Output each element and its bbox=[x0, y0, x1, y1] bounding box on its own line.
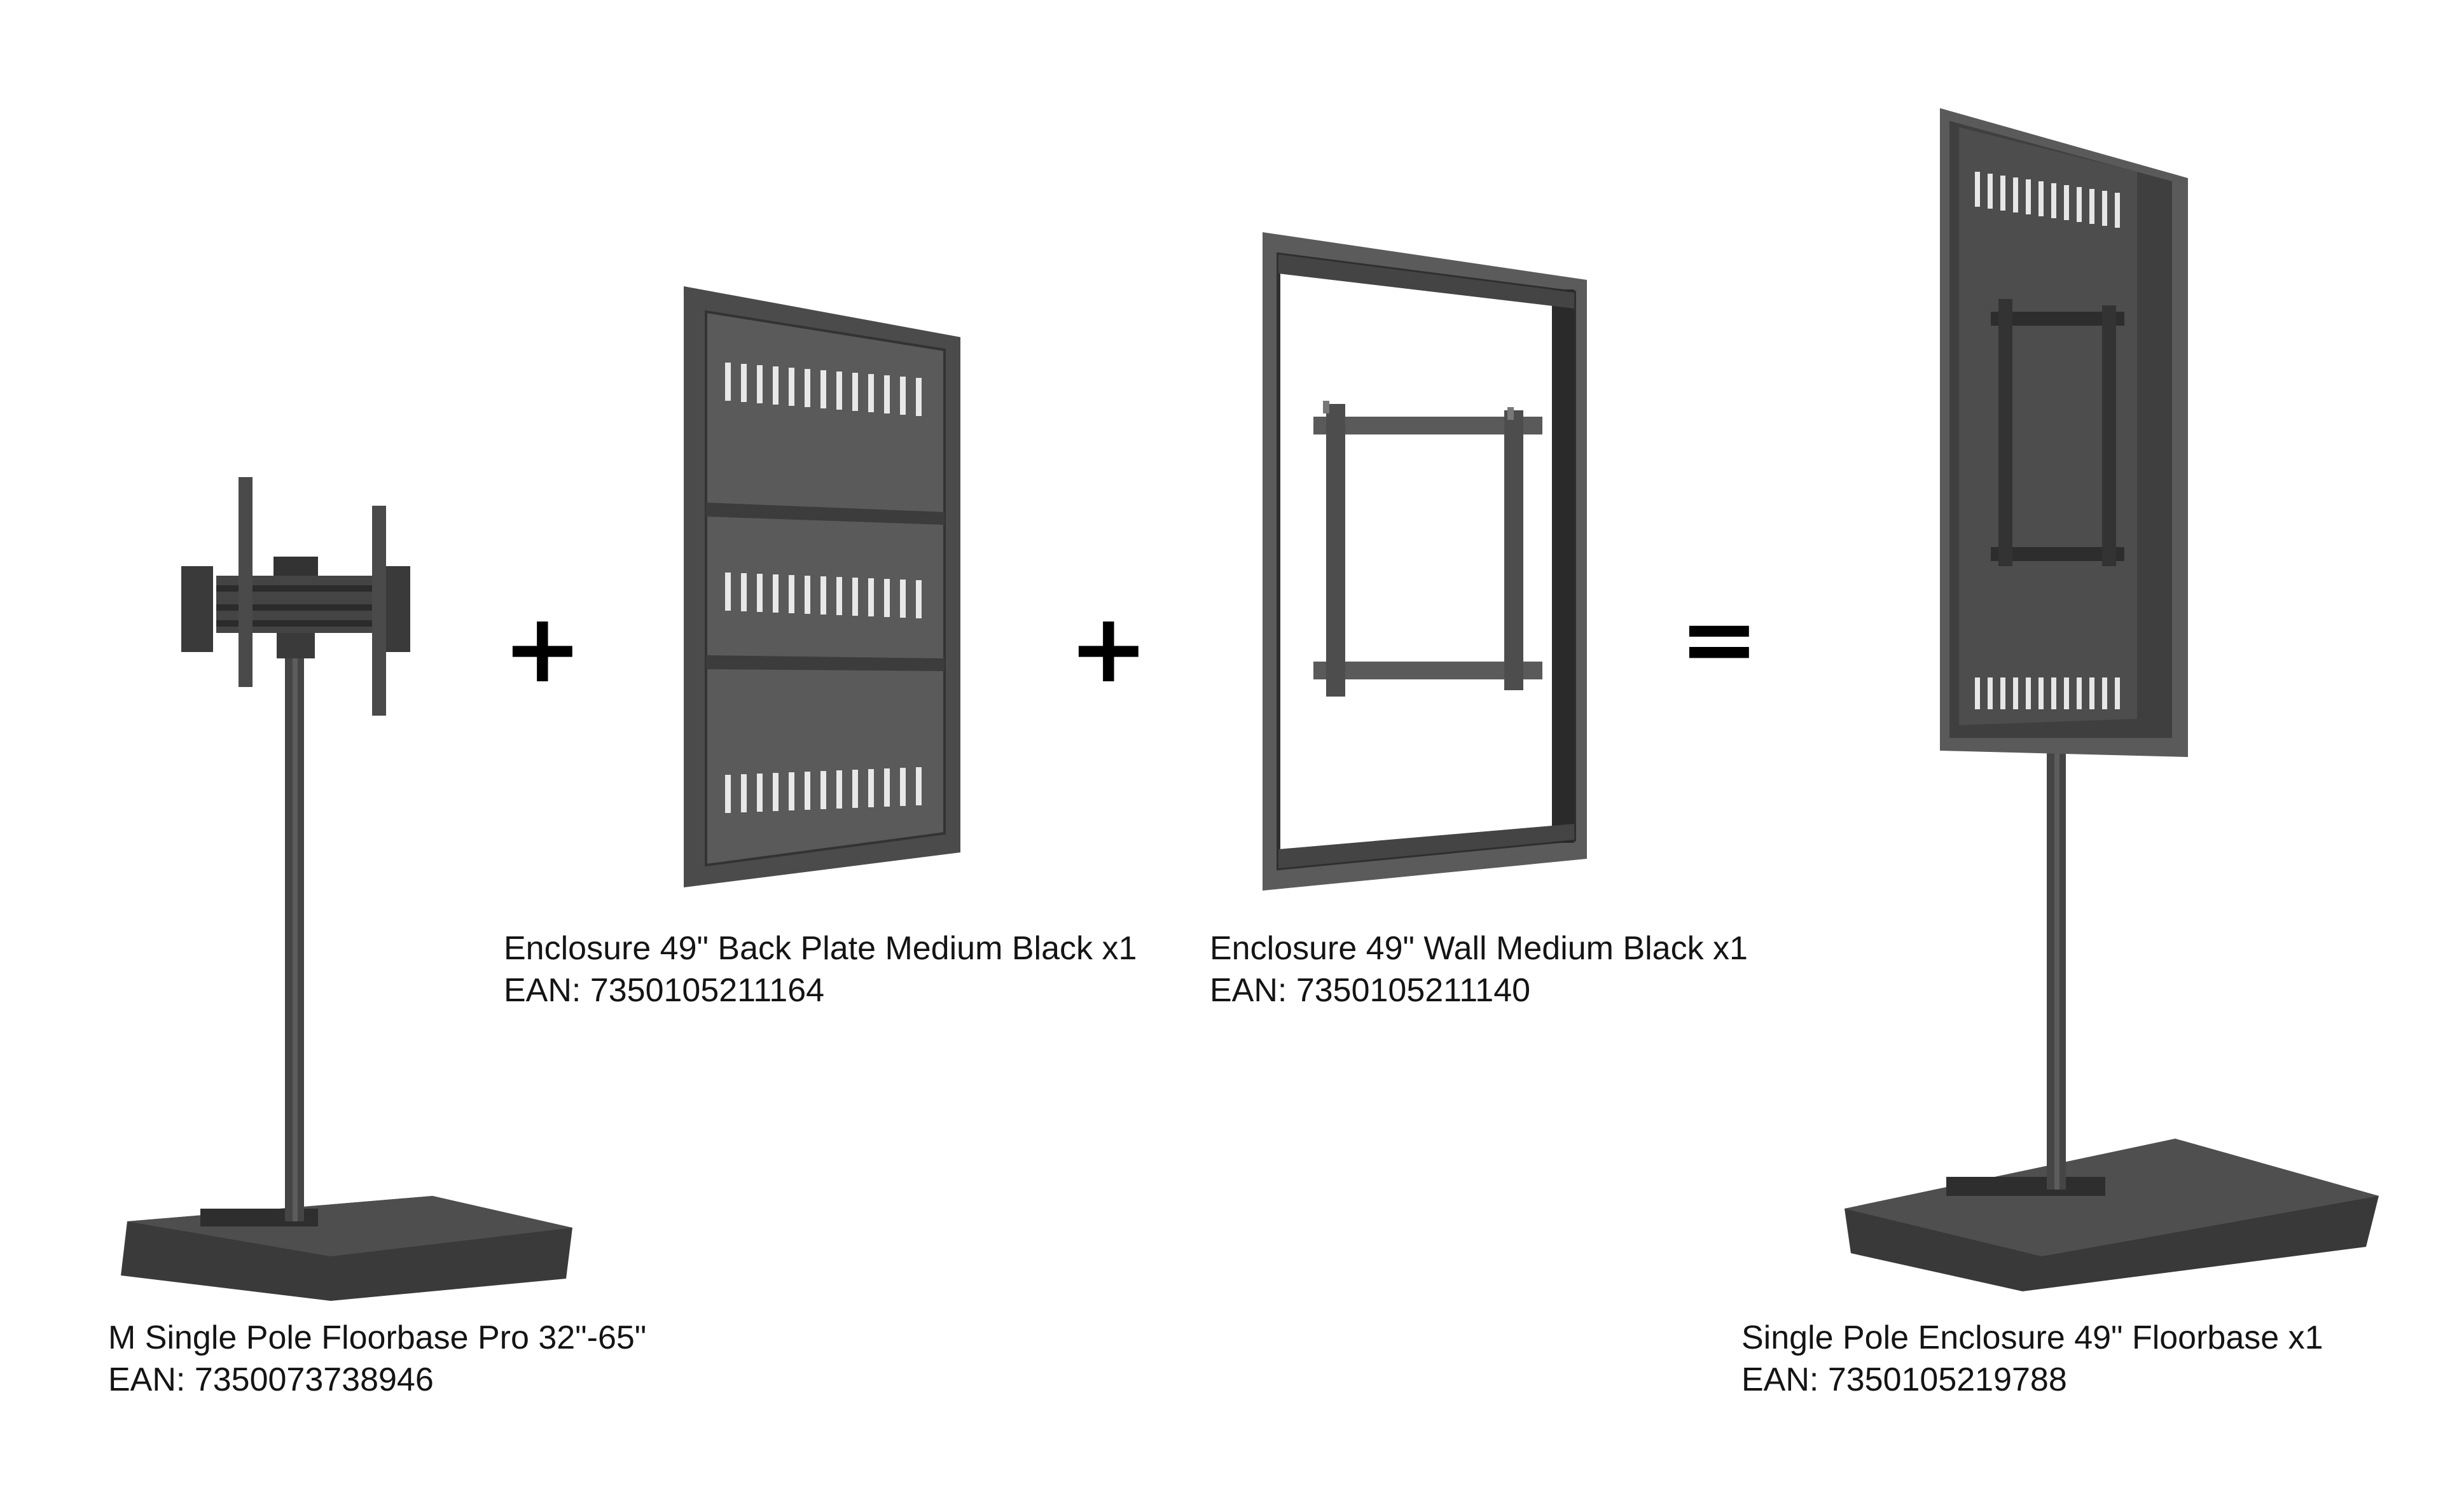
product-name: Enclosure 49" Wall Medium Black x1 bbox=[1210, 930, 1748, 967]
plus-operator: + bbox=[1069, 594, 1149, 704]
product-name: Single Pole Enclosure 49" Floorbase x1 bbox=[1741, 1319, 2323, 1356]
plus-operator: + bbox=[502, 594, 583, 704]
back-plate-icon bbox=[684, 286, 960, 887]
floor-stand-icon bbox=[121, 477, 572, 1301]
product-label: Enclosure 49" Wall Medium Black x1 EAN: … bbox=[1210, 927, 1748, 1011]
equals-operator: = bbox=[1679, 584, 1759, 695]
product-ean: EAN: 7350073738946 bbox=[108, 1361, 434, 1398]
product-label: Single Pole Enclosure 49" Floorbase x1 E… bbox=[1741, 1317, 2323, 1401]
product-ean: EAN: 7350105211140 bbox=[1210, 972, 1531, 1009]
product-label: M Single Pole Floorbase Pro 32"-65" EAN:… bbox=[108, 1317, 646, 1401]
enclosure-wall-icon bbox=[1263, 232, 1587, 891]
product-label: Enclosure 49" Back Plate Medium Black x1… bbox=[504, 927, 1137, 1011]
product-name: Enclosure 49" Back Plate Medium Black x1 bbox=[504, 930, 1137, 967]
product-name: M Single Pole Floorbase Pro 32"-65" bbox=[108, 1319, 647, 1356]
enclosure-floorbase-icon bbox=[1845, 108, 2379, 1291]
product-ean: EAN: 7350105211164 bbox=[504, 972, 825, 1009]
product-ean: EAN: 7350105219788 bbox=[1741, 1361, 2067, 1398]
